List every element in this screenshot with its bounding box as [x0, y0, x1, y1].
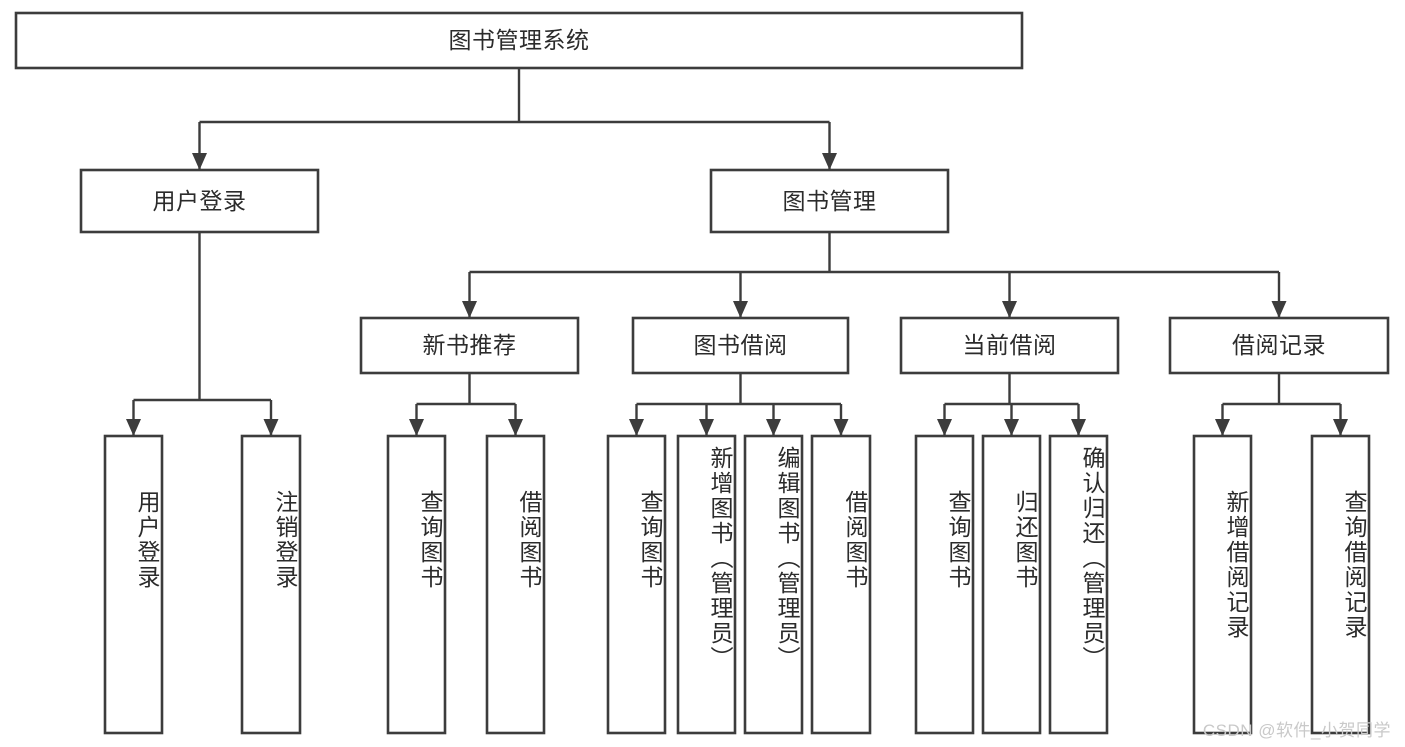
node-boxes: [14, 11, 1390, 735]
connector-arrowhead: [1333, 419, 1348, 436]
node-box-leaf-borrow-book-2: [810, 434, 872, 735]
node-connectors: [126, 68, 1348, 436]
csdn-watermark: CSDN @软件_小贺同学: [1202, 721, 1391, 740]
node-box-leaf-logout: [240, 434, 302, 735]
connector-arrowhead: [1215, 419, 1230, 436]
connector-arrowhead: [629, 419, 644, 436]
node-box-leaf-query-book-1: [386, 434, 447, 735]
node-box-leaf-query-book-2: [606, 434, 667, 735]
connector-arrowhead: [409, 419, 424, 436]
connector-arrowhead: [1004, 419, 1019, 436]
node-box-leaf-confirm-return: [1048, 434, 1109, 735]
node-box-leaf-return-book: [981, 434, 1042, 735]
node-box-leaf-add-record: [1192, 434, 1253, 735]
connector-arrowhead: [192, 153, 207, 170]
node-box-root: [14, 11, 1024, 70]
connector-arrowhead: [733, 301, 748, 318]
node-box-leaf-borrow-book-1: [485, 434, 546, 735]
node-box-current-borrow: [899, 316, 1120, 375]
connector-arrowhead: [1271, 301, 1287, 318]
connector-arrowhead: [937, 419, 952, 436]
node-box-book-borrow: [631, 316, 850, 375]
node-box-book-management: [709, 168, 950, 234]
connector-arrowhead: [699, 419, 714, 436]
connector-arrowhead: [126, 419, 141, 436]
connector-arrowhead: [1002, 301, 1017, 318]
connector-arrowhead: [833, 419, 849, 436]
connector-arrowhead: [508, 419, 523, 436]
connector-arrowhead: [822, 153, 837, 170]
node-box-borrow-record: [1168, 316, 1390, 375]
node-box-user-login: [79, 168, 320, 234]
node-box-leaf-user-login: [103, 434, 164, 735]
connector-arrowhead: [1071, 419, 1086, 436]
node-box-leaf-query-book-3: [914, 434, 975, 735]
node-box-leaf-edit-book: [743, 434, 804, 735]
connector-arrowhead: [766, 419, 781, 436]
node-box-leaf-query-record: [1310, 434, 1371, 735]
node-box-leaf-add-book: [676, 434, 737, 735]
connector-arrowhead: [263, 419, 279, 436]
connector-arrowhead: [462, 301, 477, 318]
node-box-new-book-recommend: [359, 316, 580, 375]
